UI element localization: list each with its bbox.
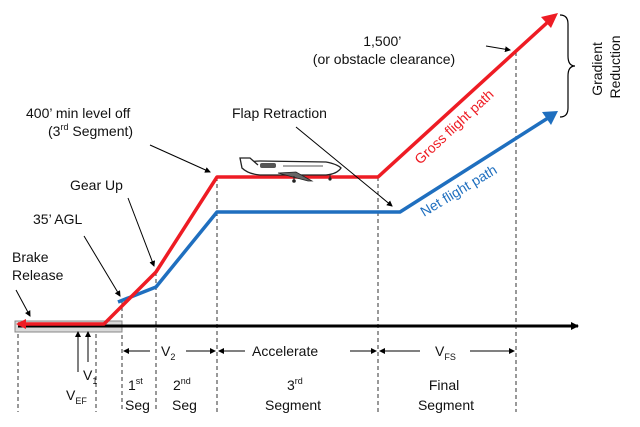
brake-release-arrowhead [16,319,26,329]
gear-up-label: Gear Up [70,177,123,193]
arrow-flap [295,126,393,207]
aircraft-icon [239,157,342,183]
v2-label: V2 [161,343,175,362]
gradient-reduction-label: Gradient Reduction [589,35,623,98]
vfs-label: VFS [435,343,456,362]
arrow-400-min [149,144,211,173]
callout-arrows [15,45,511,317]
segment-boundaries [17,52,517,412]
speed-markers [75,331,515,372]
final-segment-label: Final Segment [418,377,474,413]
accelerate-label: Accelerate [252,343,318,359]
arrow-35agl [83,235,121,297]
net-flight-path-label: Net flight path [417,161,499,219]
agl-35-label: 35’ AGL [33,211,83,227]
segment-1-label: 1st Seg [125,371,150,413]
gross-flight-path-arrowhead [541,13,558,28]
arrow-brake [15,289,31,317]
v1-label: V1 [83,367,97,386]
arrow-1500 [485,45,511,53]
gross-flight-path-line [18,19,551,326]
segment-3-label: 3rd Segment [265,371,321,413]
arrow-gear-up [127,197,156,267]
min-level-off-label: 400’ min level off (3rd Segment) [26,105,134,139]
gross-flight-path-label: Gross flight path [411,86,496,167]
vef-label: VEF [66,387,87,406]
altitude-1500-label: 1,500’ (or obstacle clearance) [313,33,455,67]
segment-2-label: 2nd Seg [172,371,197,413]
net-flight-path-arrowhead [542,111,558,125]
net-flight-path-line [117,116,549,304]
flap-retraction-label: Flap Retraction [232,105,327,121]
gradient-reduction-brace [559,14,576,118]
